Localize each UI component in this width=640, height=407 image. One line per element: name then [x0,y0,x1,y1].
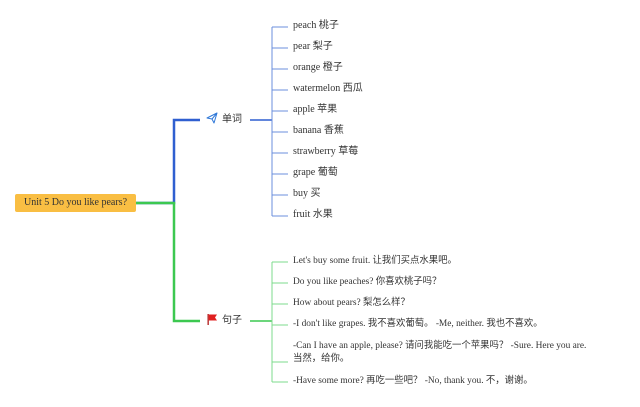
word-item[interactable]: fruit 水果 [293,209,333,220]
word-item[interactable]: apple 苹果 [293,104,338,115]
root-node[interactable]: Unit 5 Do you like pears? [15,194,136,212]
word-item[interactable]: buy 买 [293,188,321,199]
paper-plane-icon [206,112,218,124]
sentence-item[interactable]: -I don't like grapes. 我不喜欢葡萄。 -Me, neith… [293,319,543,329]
branch-sentences-label: 句子 [222,315,242,326]
word-item[interactable]: pear 梨子 [293,41,333,52]
word-item[interactable]: watermelon 西瓜 [293,83,363,94]
sentences-leaf-ticks [272,261,288,383]
sentence-item[interactable]: Do you like peaches? 你喜欢桃子吗？ [293,277,442,287]
root-to-words-connector [136,118,200,205]
word-item[interactable]: peach 桃子 [293,20,339,31]
sentence-item[interactable]: Let's buy some fruit. 让我们买点水果吧。 [293,256,457,266]
branch-words[interactable]: 单词 [204,112,244,128]
word-item[interactable]: orange 橙子 [293,62,343,73]
branch-sentences[interactable]: 句子 [204,313,244,329]
branch-words-label: 单词 [222,114,242,125]
red-flag-icon [207,314,217,325]
root-to-sentences-connector [136,201,200,323]
sentence-item[interactable]: -Can I have an apple, please? 请问我能吃一个苹果吗… [293,341,587,364]
word-item[interactable]: strawberry 草莓 [293,146,359,157]
word-item[interactable]: banana 香蕉 [293,125,344,136]
word-item[interactable]: grape 葡萄 [293,167,338,178]
words-leaf-ticks [272,26,288,217]
sentence-item[interactable]: How about pears? 梨怎么样？ [293,298,410,308]
sentence-item[interactable]: -Have some more? 再吃一些吧？ -No, thank you. … [293,376,533,386]
